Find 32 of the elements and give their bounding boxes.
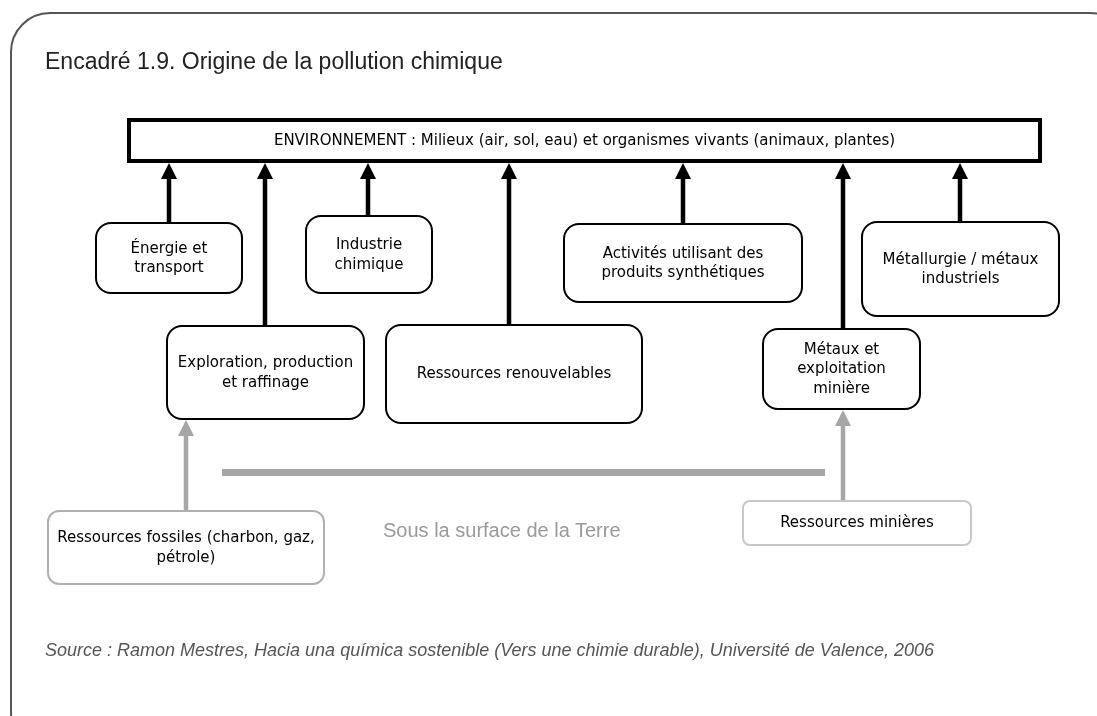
arrow xyxy=(952,163,968,221)
node-text: Ressources fossiles (charbon, gaz, pétrole) xyxy=(57,528,315,567)
process-box xyxy=(742,500,972,546)
arrow xyxy=(360,163,376,215)
node-text: Ressources renouvelables xyxy=(416,364,612,384)
node-text: Énergie et transport xyxy=(129,238,209,278)
process-box xyxy=(95,222,243,294)
arrow xyxy=(835,163,851,328)
arrow xyxy=(257,163,273,325)
arrow xyxy=(178,420,194,510)
process-box xyxy=(563,223,803,303)
node-text: Activités utilisant des produits synthétiques xyxy=(600,243,766,283)
arrow xyxy=(835,410,851,500)
process-box xyxy=(47,510,325,585)
process-box xyxy=(385,324,643,424)
arrow xyxy=(501,163,517,324)
title: Encadré 1.9. Origine de la pollution chimique xyxy=(45,47,503,76)
node-text: Ressources minières xyxy=(780,513,934,533)
arrow xyxy=(675,163,691,223)
node-text: Métallurgie / métaux industriels xyxy=(881,249,1040,289)
region-label: Sous la surface de la Terre xyxy=(383,518,621,543)
node-text: Exploration, production et raffinage xyxy=(176,353,355,392)
process-box xyxy=(166,325,365,420)
process-box xyxy=(762,328,921,410)
process-box xyxy=(861,221,1060,317)
node-text: Métaux et exploitation minière xyxy=(796,339,887,399)
environment-box xyxy=(127,118,1042,163)
process-box xyxy=(305,215,433,294)
node-text: ENVIRONNEMENT : Milieux (air, sol, eau) et organismes vivants (animaux, plantes) xyxy=(273,130,896,151)
source-caption: Source : Ramon Mestres, Hacia una química sostenible (Vers une chimie durable), Université de Valence, 2006 xyxy=(45,639,936,662)
node-text: Industrie chimique xyxy=(333,235,405,274)
arrow xyxy=(161,163,177,222)
